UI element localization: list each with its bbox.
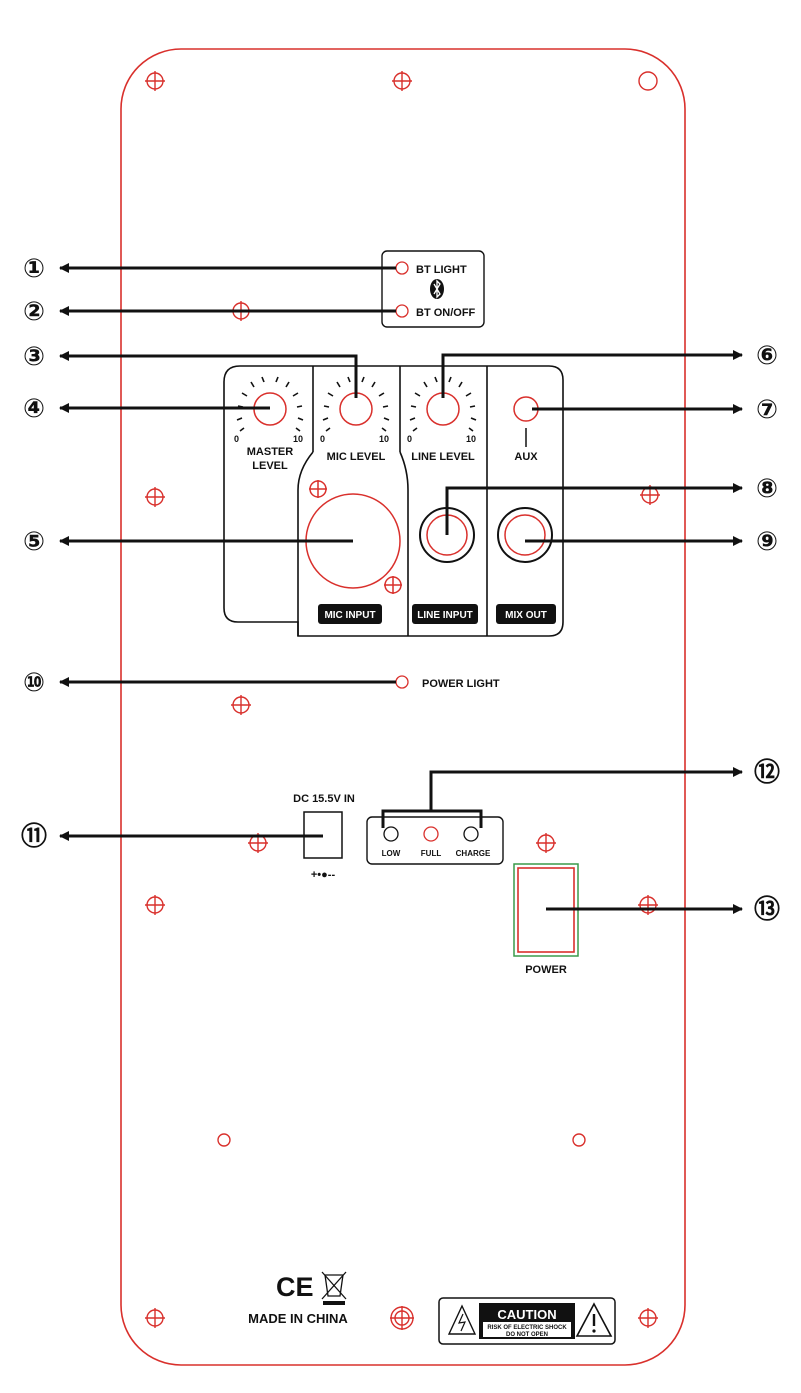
bluetooth-icon xyxy=(430,279,444,299)
bt-onoff-button[interactable] xyxy=(396,305,408,317)
power-light-label: POWER LIGHT xyxy=(422,678,500,690)
line-level-label: LINE LEVEL xyxy=(411,451,475,463)
master-scale-min: 0 xyxy=(234,434,239,444)
callout-10: ⑩ xyxy=(23,668,45,698)
callout-11: ⑪ xyxy=(21,821,47,852)
callout-4: ④ xyxy=(23,394,45,424)
master-level-label-1: MASTER xyxy=(247,446,294,458)
callout-2: ② xyxy=(23,297,45,327)
battery-full-label: FULL xyxy=(421,849,442,858)
mount-hole-icon xyxy=(573,1134,585,1146)
battery-charge-label: CHARGE xyxy=(456,849,491,858)
bt-light-led xyxy=(396,262,408,274)
master-level-label-2: LEVEL xyxy=(252,460,288,472)
power-light-led xyxy=(396,676,408,688)
callout-12: ⑫ xyxy=(754,757,780,788)
xlr-screw-bottom-icon xyxy=(384,576,402,594)
mix-out-label: MIX OUT xyxy=(505,610,547,621)
power-label: POWER xyxy=(525,964,567,976)
screw-hole-icon xyxy=(638,895,658,915)
screw-hole-icon xyxy=(145,1308,165,1328)
dc-polarity-label: +•●-- xyxy=(311,869,336,881)
battery-low-led xyxy=(384,827,398,841)
callout-9: ⑨ xyxy=(756,527,778,557)
callout-13: ⑬ xyxy=(754,894,780,925)
mount-hole-icon xyxy=(639,72,657,90)
caution-label: CAUTION RISK OF ELECTRIC SHOCK DO NOT OP… xyxy=(439,1298,615,1344)
screw-hole-icon xyxy=(145,71,165,91)
caution-line-2: DO NOT OPEN xyxy=(506,1332,548,1338)
battery-indicator-box: LOW FULL CHARGE xyxy=(367,817,503,864)
weee-bin-icon xyxy=(322,1272,346,1305)
callout-1: ① xyxy=(23,254,45,284)
arrow-8 xyxy=(447,488,742,535)
battery-charge-led xyxy=(464,827,478,841)
mic-scale-max: 10 xyxy=(379,434,389,444)
master-level-knob[interactable]: 0 10 xyxy=(234,377,303,444)
bt-onoff-label: BT ON/OFF xyxy=(416,307,476,319)
mount-hole-icon xyxy=(218,1134,230,1146)
arrow-12-branch xyxy=(383,811,481,828)
bt-light-label: BT LIGHT xyxy=(416,264,467,276)
screw-hole-icon xyxy=(390,1306,414,1330)
battery-full-led xyxy=(424,827,438,841)
screw-holes xyxy=(145,71,660,1330)
ce-mark: CE xyxy=(276,1272,314,1302)
mic-level-label: MIC LEVEL xyxy=(327,451,386,463)
battery-low-label: LOW xyxy=(382,849,401,858)
callout-5: ⑤ xyxy=(23,527,45,557)
screw-hole-icon xyxy=(536,833,556,853)
screw-hole-icon xyxy=(145,487,165,507)
screw-hole-icon xyxy=(145,895,165,915)
made-in-label: MADE IN CHINA xyxy=(248,1311,348,1326)
callout-6: ⑥ xyxy=(756,341,778,371)
line-scale-min: 0 xyxy=(407,434,412,444)
callout-8: ⑧ xyxy=(756,474,778,504)
input-labels: MIC INPUT LINE INPUT MIX OUT xyxy=(318,604,556,624)
callout-7: ⑦ xyxy=(756,395,778,425)
mic-scale-min: 0 xyxy=(320,434,325,444)
mic-input-label: MIC INPUT xyxy=(324,610,375,621)
arrow-6 xyxy=(443,355,742,398)
line-scale-max: 10 xyxy=(466,434,476,444)
callout-3: ③ xyxy=(23,342,45,372)
arrow-3 xyxy=(60,356,356,398)
screw-hole-icon xyxy=(638,1308,658,1328)
master-scale-max: 10 xyxy=(293,434,303,444)
caution-title: CAUTION xyxy=(497,1307,556,1322)
mix-out-jack[interactable] xyxy=(498,508,552,562)
caution-line-1: RISK OF ELECTRIC SHOCK xyxy=(487,1325,567,1331)
arrow-12 xyxy=(431,772,742,811)
mic-input-jack[interactable] xyxy=(306,480,402,594)
dc-in-label: DC 15.5V IN xyxy=(293,793,355,805)
line-input-label: LINE INPUT xyxy=(417,610,473,621)
panel-outline xyxy=(121,49,685,1365)
screw-hole-icon xyxy=(231,695,251,715)
xlr-screw-top-icon xyxy=(309,480,327,498)
bluetooth-module: BT LIGHT BT ON/OFF xyxy=(382,251,484,327)
screw-hole-icon xyxy=(392,71,412,91)
aux-label: AUX xyxy=(514,451,538,463)
